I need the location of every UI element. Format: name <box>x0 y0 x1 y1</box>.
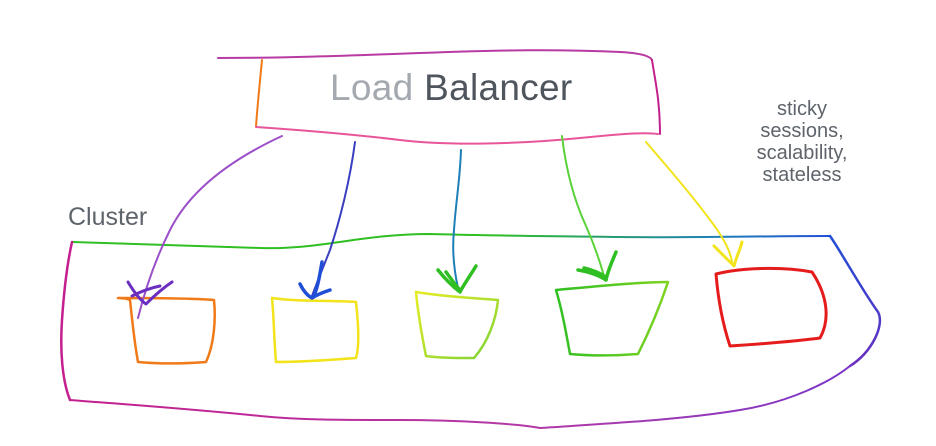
load-balancer-label-word-1: Load <box>330 67 414 108</box>
load-balancer-box-top <box>217 49 653 61</box>
node-5 <box>714 266 828 348</box>
arrow-to-node-3-head <box>436 264 478 294</box>
cluster-outline <box>60 233 882 429</box>
arrow-to-node-2-head <box>298 260 332 300</box>
arrow-to-node-3 <box>436 149 478 294</box>
load-balancer-label-word-2: Balancer <box>424 67 573 108</box>
node-2 <box>270 296 360 364</box>
note-line: scalability, <box>756 142 848 164</box>
cluster-outline-right <box>828 234 882 368</box>
arrows <box>126 135 744 319</box>
cluster-outline-bottom <box>69 365 851 429</box>
load-balancer-label: Load Balancer <box>330 66 573 110</box>
cluster-label: Cluster <box>68 203 148 231</box>
arrow-to-node-4-head <box>576 250 618 282</box>
load-balancer-box <box>217 49 661 145</box>
node-1 <box>116 296 216 365</box>
load-balancer-box-bottom <box>255 126 659 145</box>
arrow-to-node-4-shaft <box>561 135 605 277</box>
note-line: sessions, <box>760 120 844 142</box>
load-balancer-box-left <box>255 59 263 127</box>
arrow-to-node-3-shaft <box>452 149 462 289</box>
arrow-to-node-5 <box>645 141 744 268</box>
note-line: stateless <box>762 164 842 186</box>
cluster-outline-left <box>60 240 74 402</box>
load-balancer-note: sticky sessions, scalability, stateless <box>742 98 862 186</box>
arrow-to-node-5-head <box>712 240 744 268</box>
node-3 <box>414 290 500 360</box>
nodes <box>116 266 828 365</box>
arrow-to-node-1-head <box>126 280 174 306</box>
arrow-to-node-1 <box>126 135 283 319</box>
note-line: sticky <box>777 98 827 120</box>
arrow-to-node-2 <box>298 141 356 300</box>
arrow-to-node-4 <box>561 135 618 282</box>
cluster-outline-top <box>71 233 831 250</box>
arrow-to-node-5-shaft <box>645 141 733 263</box>
load-balancer-box-right <box>651 59 661 135</box>
arrow-to-node-1-shaft <box>137 135 283 319</box>
node-4 <box>554 280 670 357</box>
